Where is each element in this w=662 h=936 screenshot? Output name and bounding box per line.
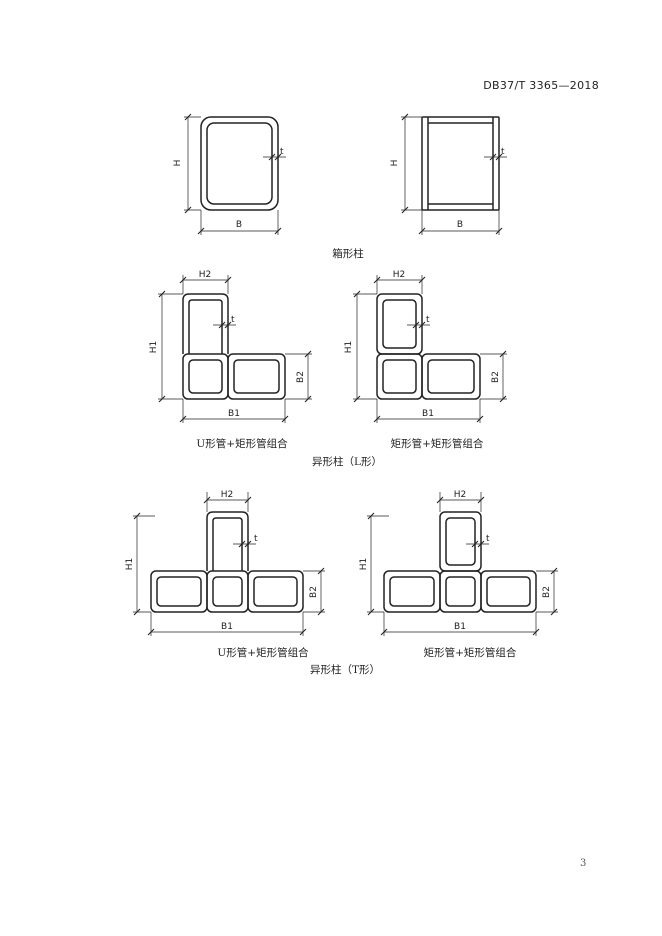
h1-label: H1 (359, 558, 369, 571)
h2-label: H2 (199, 270, 212, 280)
height-label-h: H (390, 160, 400, 167)
standard-code-header: DB37/T 3365—2018 (483, 79, 599, 92)
t-column-right-label: 矩形管+矩形管组合 (424, 646, 517, 659)
thickness-label-t: t (254, 534, 258, 544)
h1-label: H1 (149, 341, 159, 354)
thickness-label-t: t (280, 147, 284, 157)
thickness-label-t: t (501, 147, 505, 157)
b1-label: B1 (228, 409, 240, 419)
thickness-label-t: t (486, 534, 490, 544)
box-column-caption: 箱形柱 (332, 247, 364, 260)
h2-label: H2 (221, 490, 234, 500)
box-column-cold-formed-diagram: H B t (173, 113, 286, 235)
t-column-caption: 异形柱（T形） (310, 663, 380, 676)
height-label-h: H (173, 160, 183, 167)
l-column-caption: 异形柱（L形） (312, 455, 382, 468)
l-column-right-label: 矩形管+矩形管组合 (391, 437, 484, 450)
thickness-label-t: t (426, 315, 430, 325)
h1-label: H1 (344, 341, 354, 354)
thickness-label-t: t (231, 315, 235, 325)
b2-label: B2 (491, 371, 501, 383)
h2-label: H2 (454, 490, 467, 500)
width-label-b: B (457, 220, 463, 230)
b1-label: B1 (422, 409, 434, 419)
b2-label: B2 (542, 586, 552, 598)
h2-label: H2 (393, 270, 406, 280)
t-column-left-label: U形管+矩形管组合 (217, 646, 309, 659)
l-column-u-tube-diagram: H2 H1 B2 B1 t (149, 270, 312, 423)
page-number: 3 (580, 858, 587, 869)
b2-label: B2 (296, 371, 306, 383)
b1-label: B1 (454, 622, 466, 632)
box-column-welded-diagram: H B t (390, 113, 507, 235)
h1-label: H1 (125, 558, 135, 571)
width-label-b: B (236, 220, 242, 230)
b2-label: B2 (309, 586, 319, 598)
b1-label: B1 (221, 622, 233, 632)
l-column-rect-tube-diagram: H2 H1 B2 B1 t (344, 270, 507, 423)
l-column-left-label: U形管+矩形管组合 (196, 437, 288, 450)
t-column-rect-tube-diagram: H2 H1 B2 B1 t (359, 490, 558, 636)
t-column-u-tube-diagram: H2 H1 B2 B1 t (125, 490, 325, 636)
